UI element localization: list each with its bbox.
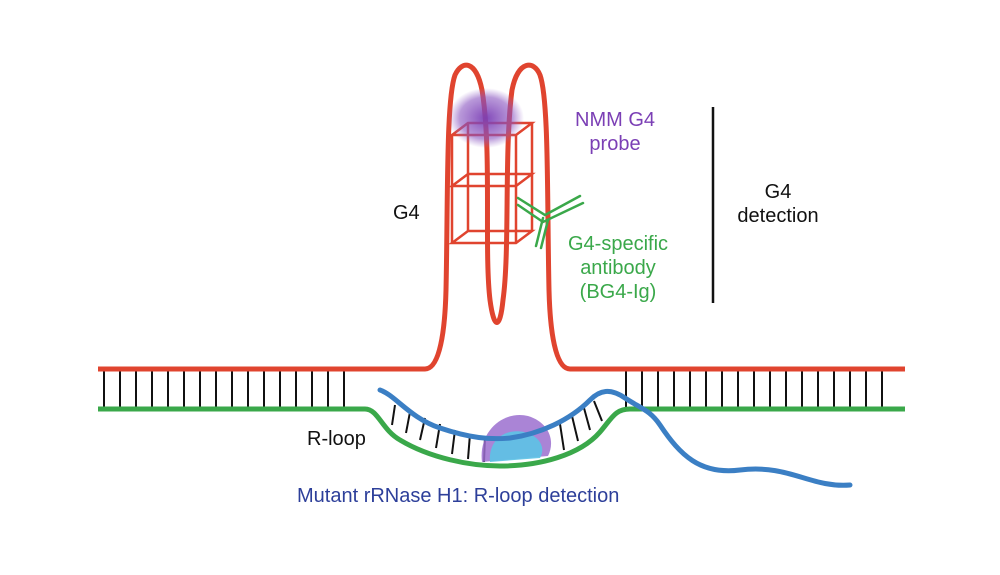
base-pair-rungs-right (625, 371, 883, 407)
base-pair-rung (559, 423, 565, 451)
antibody-label: G4-specific antibody (BG4-Ig) (553, 232, 683, 304)
g4-label: G4 (393, 202, 420, 224)
g4-detection-label-line1: G4 (764, 181, 792, 203)
base-pair-rung (571, 415, 579, 442)
green-dna-strand (98, 406, 905, 469)
antibody-label-line3: (BG4-Ig) (579, 281, 657, 303)
base-pair-rung (593, 400, 603, 422)
nmm-probe-blob (448, 88, 524, 148)
base-pair-rung (405, 411, 411, 434)
g4-detection-label: G4 detection (722, 180, 834, 228)
red-dna-strand (98, 62, 905, 372)
base-pair-rungs-left (103, 371, 345, 407)
mutant-rnase-label: Mutant rRNase H1: R-loop detection (297, 485, 620, 507)
base-pair-rung (391, 404, 396, 426)
blue-rna-strand (377, 387, 853, 488)
antibody-label-line2: antibody (580, 257, 656, 279)
nmm-probe-label: NMM G4 probe (565, 108, 665, 156)
r-loop-label: R-loop (307, 428, 366, 450)
nmm-probe-label-line2: probe (589, 133, 641, 155)
g4-detection-label-line2: detection (737, 205, 819, 227)
base-pair-rung (583, 407, 591, 431)
nmm-probe-label-line1: NMM G4 (575, 109, 655, 131)
antibody-label-line1: G4-specific (567, 233, 669, 255)
antibody-shape (516, 194, 585, 250)
